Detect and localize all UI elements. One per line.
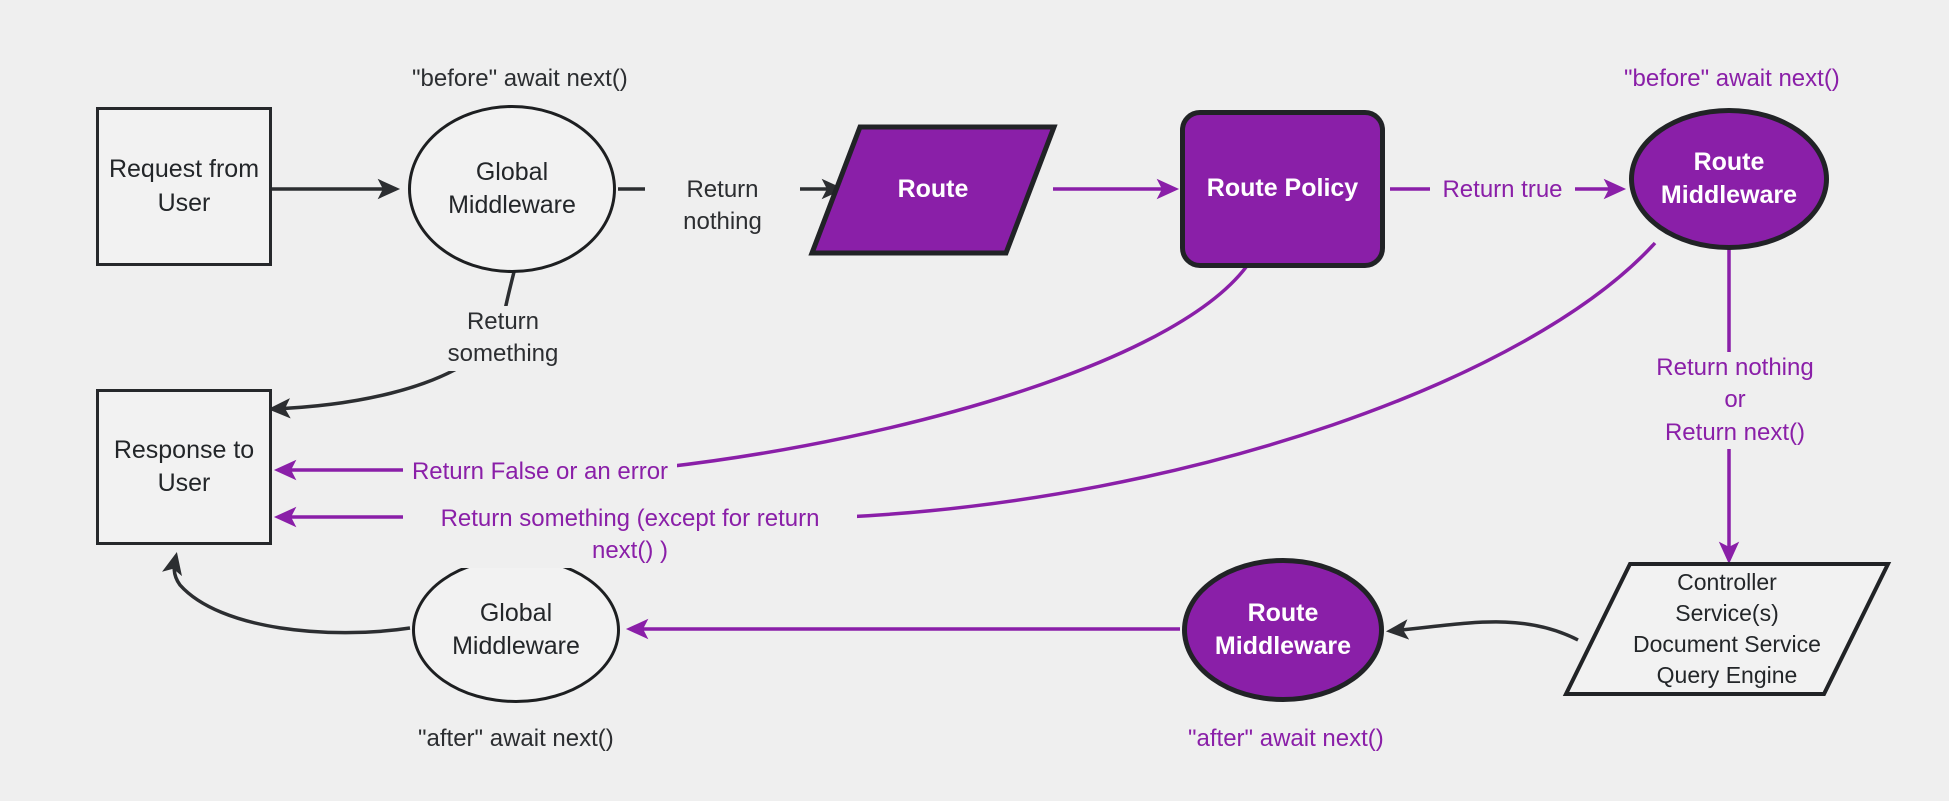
- node-global-middleware-top-label: Global Middleware: [448, 157, 576, 220]
- node-global-middleware-bottom[interactable]: Global Middleware: [412, 557, 620, 703]
- edge-label-return-nothing: Return nothing: [645, 174, 800, 239]
- caption-after-await-next-global: "after" await next(): [418, 725, 614, 752]
- node-request-from-user[interactable]: Request from User: [96, 107, 272, 266]
- edge-label-return-something-top: Return something: [405, 306, 601, 371]
- caption-before-await-next-route: "before" await next(): [1624, 65, 1840, 92]
- node-request-from-user-label: Request from User: [108, 155, 260, 217]
- edge-route-middleware-to-response-curve: [844, 241, 1657, 519]
- edge-label-return-false-or-error: Return False or an error: [403, 456, 677, 489]
- edge-label-return-true: Return true: [1430, 174, 1575, 207]
- controller-parallelogram-shape: [1562, 562, 1892, 696]
- node-route-middleware-bottom-label: Route Middleware: [1214, 598, 1352, 661]
- node-global-middleware-bottom-label: Global Middleware: [452, 598, 580, 661]
- edge-route-policy-to-response-curve: [664, 256, 1255, 469]
- node-response-to-user[interactable]: Response to User: [96, 389, 272, 545]
- edge-label-return-something-except-next: Return something (except for return next…: [403, 503, 857, 568]
- node-response-to-user-label: Response to User: [113, 435, 255, 498]
- node-controller-stack[interactable]: Controller Service(s) Document Service Q…: [1562, 560, 1892, 698]
- node-route-policy[interactable]: Route Policy: [1180, 110, 1385, 268]
- node-route-middleware-top-label: Route Middleware: [1660, 147, 1798, 210]
- node-global-middleware-top[interactable]: Global Middleware: [408, 105, 616, 273]
- caption-before-await-next-global: "before" await next(): [412, 65, 628, 92]
- edge-global-middleware-bottom-to-response: [162, 552, 411, 635]
- edge-label-return-nothing-or-next: Return nothing or Return next(): [1634, 352, 1836, 450]
- node-route-middleware-top[interactable]: Route Middleware: [1629, 108, 1829, 250]
- route-parallelogram-shape: [808, 124, 1058, 256]
- caption-after-await-next-route: "after" await next(): [1188, 725, 1384, 752]
- node-route[interactable]: Route: [808, 123, 1058, 257]
- edge-controller-to-route-middleware-bottom: [1385, 619, 1579, 642]
- node-route-middleware-bottom[interactable]: Route Middleware: [1182, 558, 1384, 702]
- node-route-policy-label: Route Policy: [1206, 174, 1359, 203]
